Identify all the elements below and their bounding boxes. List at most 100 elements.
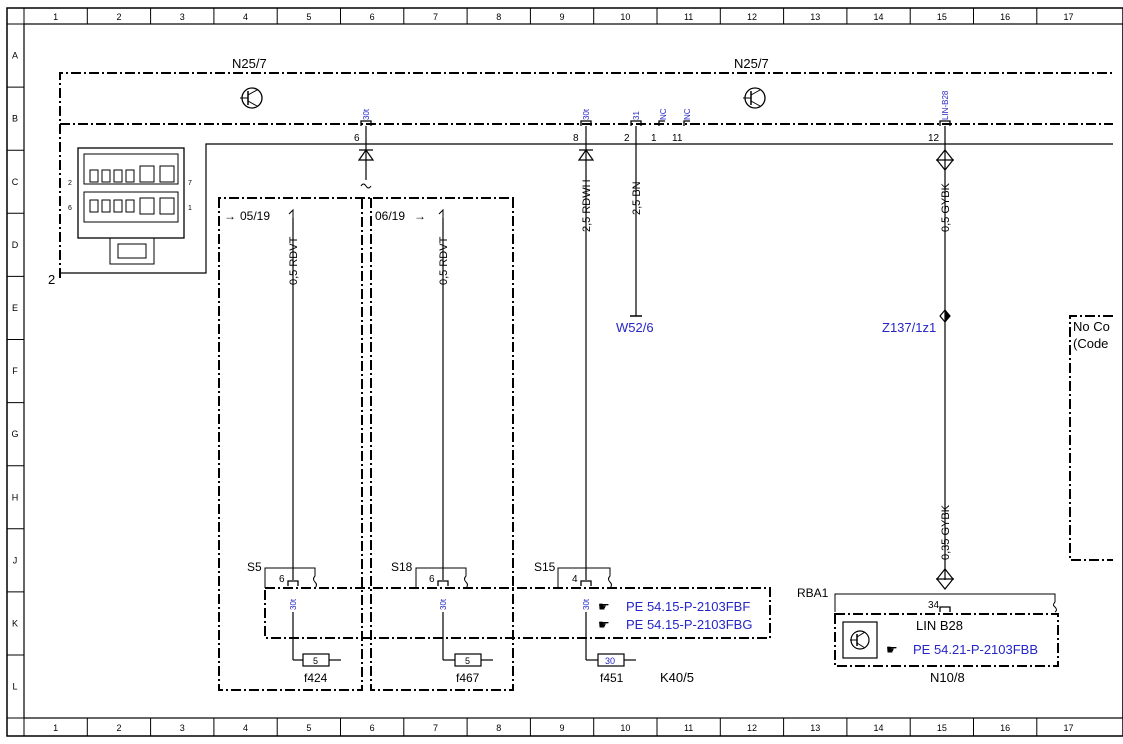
pin-signal: 30t [362, 108, 371, 120]
column-label: 7 [433, 12, 438, 22]
pin-signal: NC [659, 108, 668, 120]
fuse-id: f451 [600, 671, 624, 685]
pin-number: 12 [928, 133, 940, 144]
pin-number: 2 [624, 133, 630, 144]
column-label: 10 [620, 723, 630, 733]
pe-ref-link[interactable]: PE 54.15-P-2103FBF [626, 599, 750, 614]
column-label: 15 [937, 12, 947, 22]
pe-ref-fbb[interactable]: ☛ PE 54.21-P-2103FBB [886, 642, 1038, 657]
fuse-slot-s15: S15 4 30t 30 f451 [534, 560, 636, 685]
coax-connector-icon [936, 149, 954, 171]
column-label: 17 [1063, 12, 1073, 22]
pin-12: LIN-B28 12 [928, 90, 951, 144]
column-label: 15 [937, 723, 947, 733]
splice-ref-link[interactable]: Z137/1z1 [882, 320, 936, 335]
column-label: 1 [53, 12, 58, 22]
row-label: G [11, 429, 18, 439]
note-line-2: (Code [1073, 336, 1108, 351]
sheet-frame [6, 7, 1123, 737]
column-label: 1 [53, 723, 58, 733]
fuse-rating: 5 [313, 656, 318, 666]
pin-6: 30t 6 [354, 108, 372, 144]
pin-signal: 30t [582, 108, 591, 120]
slot-label: S18 [391, 560, 413, 574]
transistor-icon [842, 621, 878, 659]
column-label: 10 [620, 12, 630, 22]
column-label: 8 [496, 12, 501, 22]
column-label: 2 [116, 723, 121, 733]
row-label: K [12, 618, 18, 628]
fuse-id: f424 [304, 671, 328, 685]
column-label: 7 [433, 723, 438, 733]
pe-ref-link[interactable]: PE 54.21-P-2103FBB [913, 642, 1038, 657]
column-label: 11 [684, 12, 693, 22]
column-label: 17 [1063, 723, 1073, 733]
ground-ref-link[interactable]: W52/6 [616, 320, 654, 335]
control-unit-n25-7: N25/7 N25/7 2 [48, 56, 1113, 287]
column-label: 4 [243, 12, 248, 22]
wire-ground: 2,5 BN W52/6 [616, 126, 654, 335]
wire-spec: 0,5 RDVT [438, 236, 450, 285]
column-label: 5 [306, 12, 311, 22]
pointing-hand-icon: ☛ [598, 599, 610, 614]
pin-2: 31 2 [624, 111, 642, 144]
fuse-rating: 30 [605, 656, 615, 666]
pe-ref-fbg[interactable]: ☛ PE 54.15-P-2103FBG [598, 617, 752, 632]
pe-ref-link[interactable]: PE 54.15-P-2103FBG [626, 617, 752, 632]
pin-signal: 31 [632, 111, 641, 120]
note-box: No Co (Code [1069, 315, 1113, 561]
splice-icon [939, 309, 951, 323]
pointing-hand-icon: ☛ [886, 642, 898, 657]
wire-f424: 0,5 RDVT [288, 208, 300, 580]
pin-number: 8 [573, 133, 579, 144]
variant-05-19: → 05/19 [224, 209, 270, 223]
slot-signal: 30t [289, 598, 298, 610]
wire-spec: 2,5 BN [631, 181, 643, 215]
column-label: 16 [1000, 12, 1010, 22]
column-label: 14 [874, 723, 884, 733]
pin-11: NC 11 [672, 108, 692, 144]
connector-pin-label: 7 [188, 180, 192, 187]
pe-ref-fbf[interactable]: ☛ PE 54.15-P-2103FBF [598, 599, 750, 614]
variant-branch: → 05/19 06/19 → [218, 126, 514, 691]
slot-signal: 30t [439, 598, 448, 610]
connector-pin-label: 2 [68, 180, 72, 187]
coax-connector-icon [936, 568, 954, 590]
wire-spec: 0,5 GYBK [940, 182, 952, 232]
wire-lin: 0,5 GYBK Z137/1z1 0,35 GYBK [882, 126, 954, 590]
column-label: 9 [560, 12, 565, 22]
column-label: 14 [874, 12, 884, 22]
column-label: 6 [370, 723, 375, 733]
column-label: 12 [747, 723, 757, 733]
transistor-icon [743, 87, 766, 109]
column-label: 5 [306, 723, 311, 733]
fuse-id: f467 [456, 671, 480, 685]
fuse-module-k40-5: K40/5 S5 6 30t 5 f424 S18 6 30t 5 [247, 560, 771, 685]
column-label: 3 [180, 723, 185, 733]
slot-pin: 6 [279, 574, 285, 585]
lin-connector: RBA1 [797, 586, 829, 600]
connector-pin-label: 1 [188, 205, 192, 212]
wire-spec: 0,35 GYBK [940, 504, 952, 560]
slot-pin: 6 [429, 574, 435, 585]
variant-label: 05/19 [240, 209, 270, 223]
row-label: C [12, 177, 19, 187]
pin-8: 30t 8 [573, 108, 592, 144]
lin-pin: 34 [928, 600, 940, 611]
pin-signal: NC [683, 108, 692, 120]
connector-face-icon: 2 7 6 1 [68, 147, 192, 265]
column-label: 2 [116, 12, 121, 22]
wire-spec: 2,5 RDWH [581, 179, 593, 232]
column-label: 9 [560, 723, 565, 733]
slot-pin: 4 [572, 574, 578, 585]
row-label: L [12, 682, 17, 692]
pointing-hand-icon: ☛ [598, 617, 610, 632]
variant-06-19: 06/19 → [375, 209, 426, 223]
unit-name-left: N25/7 [232, 56, 267, 71]
row-label: A [12, 51, 18, 61]
unit-name-right: N25/7 [734, 56, 769, 71]
column-label: 6 [370, 12, 375, 22]
pin-signal: LIN-B28 [941, 90, 950, 120]
transistor-icon [240, 87, 263, 109]
variant-arrow: → [224, 209, 236, 223]
